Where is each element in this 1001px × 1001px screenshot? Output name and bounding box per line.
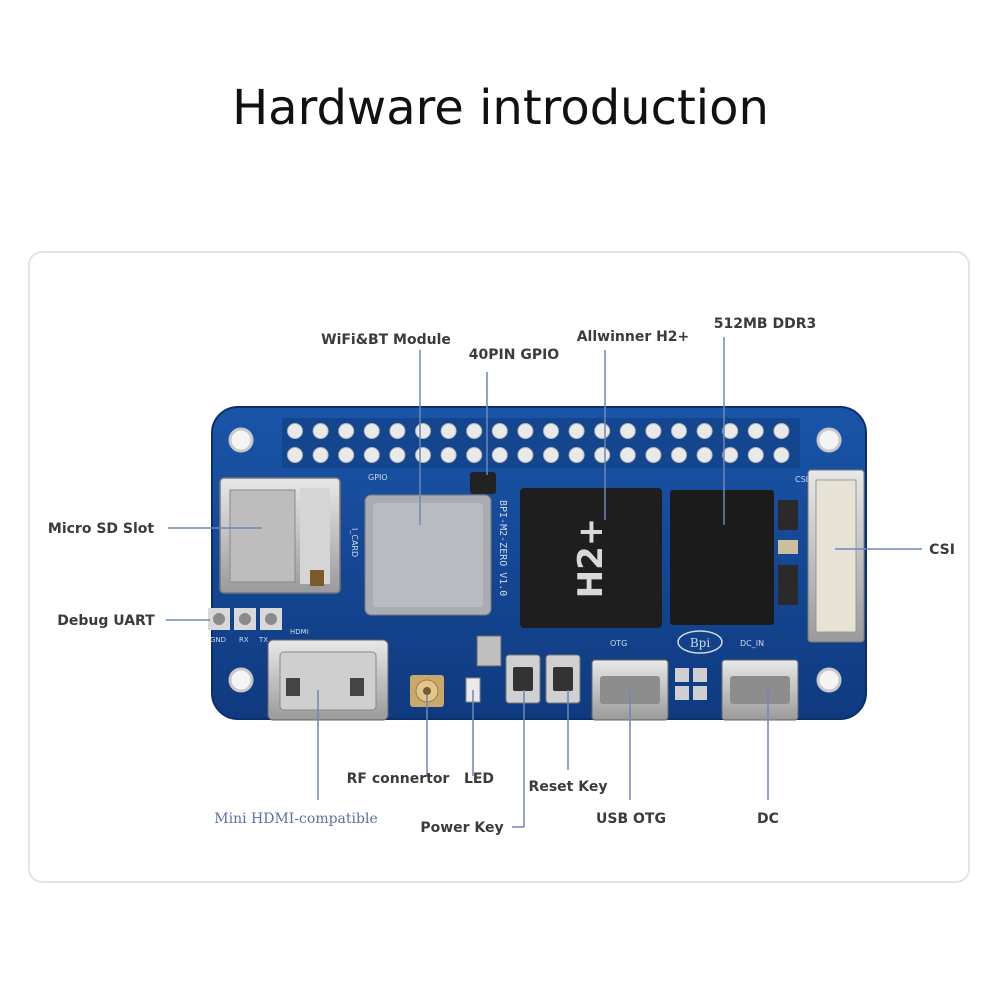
gpio-pin [416, 448, 431, 463]
small-chip [470, 472, 496, 494]
gpio-pin [697, 448, 712, 463]
gpio-silkscreen: GPIO [368, 473, 388, 482]
reset-key [546, 655, 580, 703]
gpio-pin [467, 424, 482, 439]
gpio-pin [774, 424, 789, 439]
ddr3-chip [670, 490, 774, 625]
gpio-pin [774, 448, 789, 463]
label-power-key: Power Key [420, 820, 503, 836]
gpio-pin [697, 424, 712, 439]
gpio-pin [364, 424, 379, 439]
gpio-pin [723, 424, 738, 439]
bpi-logo-text: Bpi [690, 636, 711, 650]
gpio-pin [288, 448, 303, 463]
micro-sd-slot [220, 478, 340, 593]
csi-connector [808, 470, 864, 642]
label-40pin-gpio: 40PIN GPIO [469, 347, 560, 363]
label-debug-uart: Debug UART [57, 613, 155, 629]
gpio-pin [723, 448, 738, 463]
label-rf-connector: RF connertor [347, 771, 450, 787]
gpio-pin [620, 424, 635, 439]
gpio-pin [313, 448, 328, 463]
label-micro-sd-slot: Micro SD Slot [48, 521, 155, 537]
label-led: LED [464, 771, 494, 787]
passive-components [778, 500, 798, 605]
power-key [506, 655, 540, 703]
gpio-pin [748, 448, 763, 463]
tx-silkscreen: TX [258, 636, 268, 644]
rx-silkscreen: RX [239, 636, 249, 644]
gpio-pin [544, 424, 559, 439]
gpio-pin [492, 448, 507, 463]
label-reset-key: Reset Key [529, 779, 608, 795]
gpio-pin [672, 424, 687, 439]
gpio-pin [646, 424, 661, 439]
crystal [477, 636, 501, 666]
gpio-pin [595, 448, 610, 463]
gpio-pin [339, 448, 354, 463]
gpio-pin [441, 424, 456, 439]
gpio-pin [364, 448, 379, 463]
label-allwinner-h2: Allwinner H2+ [577, 329, 690, 345]
gpio-pin [390, 424, 405, 439]
gpio-pin [544, 448, 559, 463]
gpio-pin [748, 424, 763, 439]
gpio-pin [569, 424, 584, 439]
wifi-bt-module [365, 495, 491, 615]
uart-pads [208, 608, 282, 630]
gpio-pin [672, 448, 687, 463]
gpio-pin [416, 424, 431, 439]
label-usb-otg: USB OTG [596, 811, 666, 827]
board-name-silkscreen: BPI-M2-ZERO V1.0 [497, 500, 508, 596]
gpio-pin [646, 448, 661, 463]
soc-marking: H2+ [571, 518, 611, 599]
label-dc: DC [757, 811, 779, 827]
label-wifi-bt-module: WiFi&BT Module [321, 332, 451, 348]
gpio-pin [569, 448, 584, 463]
dc-in-silkscreen: DC_IN [740, 639, 764, 648]
gpio-pin [492, 424, 507, 439]
gpio-pin [441, 448, 456, 463]
gpio-pin [467, 448, 482, 463]
gpio-pin [620, 448, 635, 463]
gpio-header [282, 418, 800, 468]
card-silkscreen: I_CARD [350, 528, 359, 557]
label-csi: CSI [929, 542, 955, 558]
gpio-pin [518, 424, 533, 439]
gpio-pin [595, 424, 610, 439]
dc-port [722, 660, 798, 720]
hdmi-silkscreen: HDMI [290, 628, 309, 636]
gnd-silkscreen: GND [210, 636, 226, 644]
gpio-pin [313, 424, 328, 439]
label-mini-hdmi: Mini HDMI-compatible [214, 811, 377, 827]
otg-silkscreen: OTG [610, 639, 627, 648]
allwinner-soc: H2+ [520, 488, 662, 628]
label-512mb-ddr3: 512MB DDR3 [714, 316, 816, 332]
mini-hdmi-port [268, 640, 388, 720]
gpio-pin [339, 424, 354, 439]
csi-silkscreen: CSI [795, 475, 808, 484]
gpio-pin [288, 424, 303, 439]
gpio-pin [518, 448, 533, 463]
gpio-pin [390, 448, 405, 463]
